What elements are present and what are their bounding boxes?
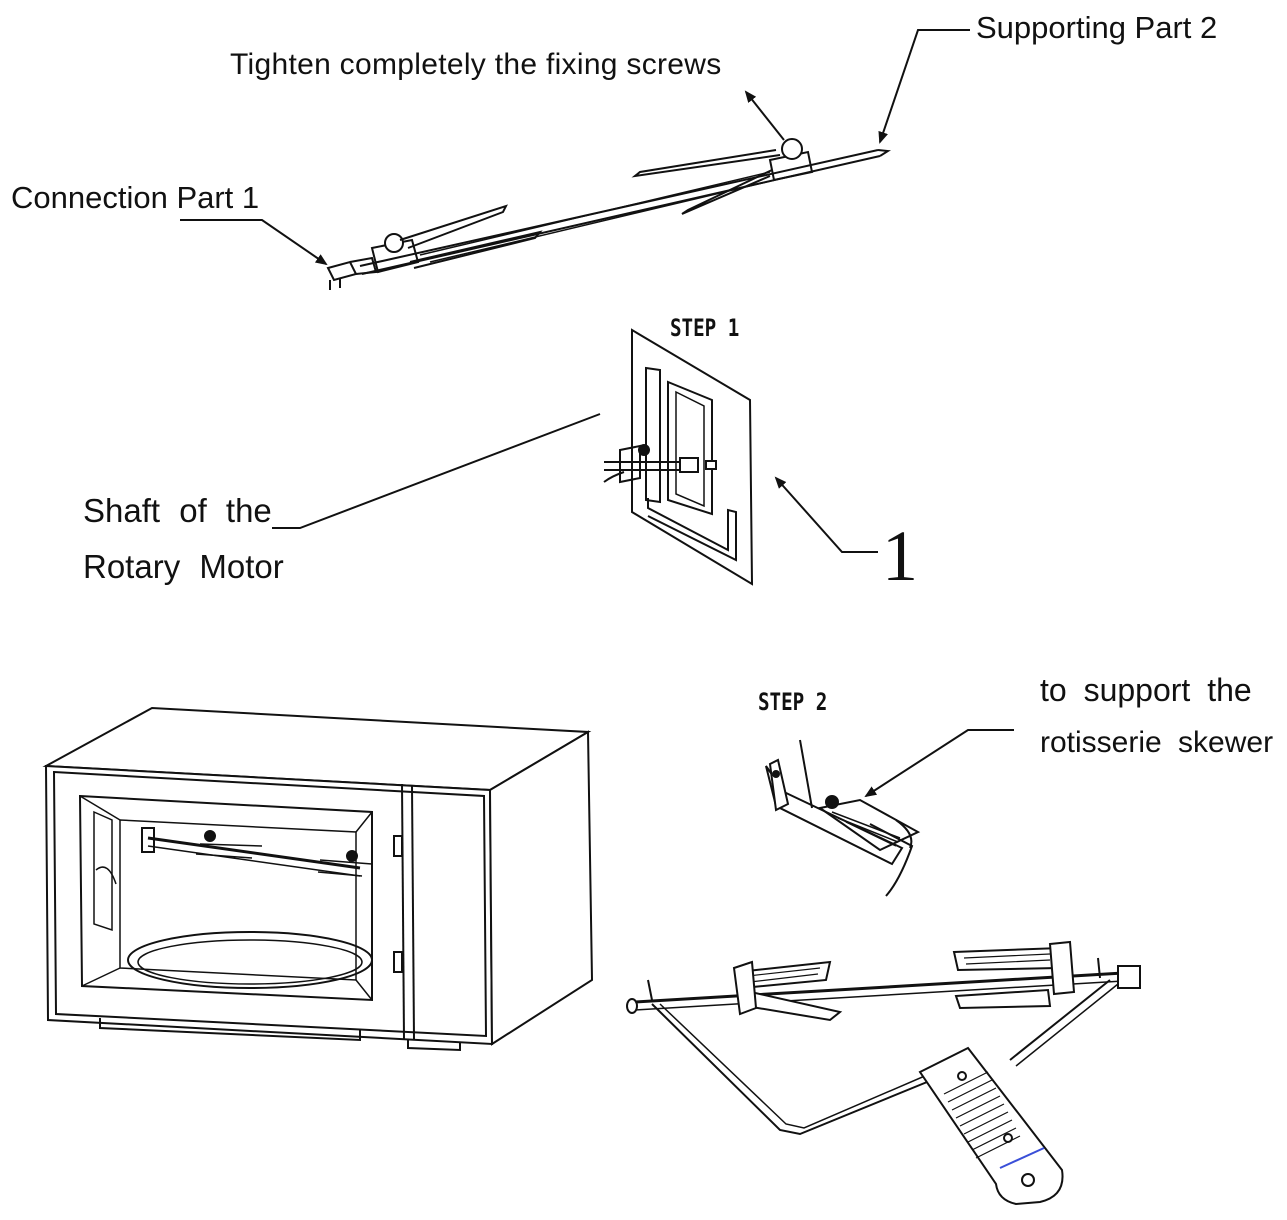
label-step-1: STEP 1 xyxy=(670,314,740,342)
top-callouts xyxy=(180,29,970,266)
label-tighten-screws: Tighten completely the fixing screws xyxy=(230,48,722,81)
label-connection-part-1: Connection Part 1 xyxy=(11,180,260,215)
label-step-2: STEP 2 xyxy=(758,688,828,716)
label-shaft-line-1: Shaft of the xyxy=(83,492,272,529)
step2-callout xyxy=(864,729,1014,798)
label-support-line-2: rotisserie skewer xyxy=(1040,726,1274,759)
label-shaft-line-2: Rotary Motor xyxy=(83,548,284,585)
rotisserie-with-handle xyxy=(626,940,1141,1206)
label-supporting-part-2: Supporting Part 2 xyxy=(976,10,1218,45)
microwave-oven xyxy=(42,706,594,1052)
step1-wall-plate xyxy=(603,328,754,586)
callout-number-1: 1 xyxy=(882,516,918,596)
label-support-line-1: to support the xyxy=(1040,672,1252,708)
step2-detail xyxy=(765,739,921,897)
step1-callouts xyxy=(272,413,878,553)
skewer-assembly-top xyxy=(326,138,892,290)
